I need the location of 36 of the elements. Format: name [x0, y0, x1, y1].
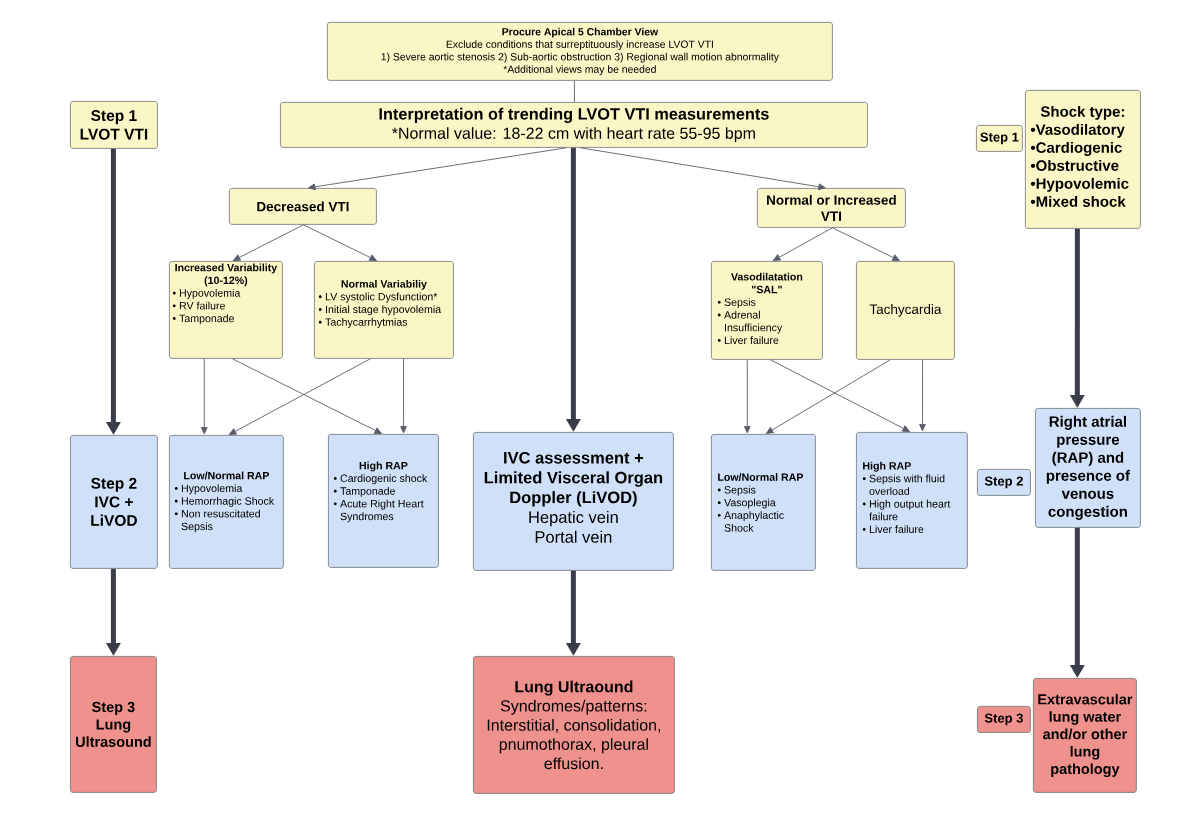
- step-box: Step 1 LVOT VTI: [70, 101, 158, 149]
- process-box: Shock type: •Vasodilatory •Cardiogenic •Obstructive •Hypovolemic •Mixed shock: [1025, 90, 1141, 229]
- step-tag: Step 1: [976, 125, 1023, 152]
- step-box: Step 2 IVC + LiVOD: [70, 435, 158, 569]
- process-box: Normal Variabiliy • LV systolic Dysfunction* • Initial stage hypovolemia • Tachycarrhytmias: [314, 261, 454, 359]
- arrow: [400, 358, 407, 434]
- arrow: [769, 359, 910, 432]
- arrow: [772, 227, 833, 261]
- arrow: [743, 359, 751, 434]
- process-box: IVC assessment + Limited Visceral Organ Doppler (LiVOD) Hepatic vein Portal vein: [473, 432, 674, 571]
- arrow: [200, 358, 208, 435]
- step-box: Step 3 Lung Ultrasound: [70, 656, 157, 793]
- arrow: [579, 147, 826, 191]
- process-box: Tachycardia: [856, 261, 955, 360]
- process-box: Decreased VTI: [229, 188, 377, 225]
- process-box: Procure Apical 5 Chamber View Exclude conditions that surreptituously increase LVOT VTI 1) Severe aortic stenosis 2) Sub-aortic obstruction 3) Regional wall motion abnormality *Additional views may be needed: [327, 22, 833, 81]
- process-box: Vasodilatation "SAL" • Sepsis • Adrenal Insufficiency • Liver failure: [711, 261, 823, 360]
- process-box: Low/Normal RAP • Hypovolemia • Hemorrhagic Shock • Non resuscitated Sepsis: [169, 435, 284, 569]
- process-box: Lung Ultraound Syndromes/patterns: Interstitial, consolidation, pnumothorax, pleural effusion.: [473, 656, 675, 794]
- process-box: High RAP • Sepsis with fluid overload • High output heart failure • Liver failure: [856, 432, 968, 569]
- step-tag: Step 2: [977, 469, 1031, 496]
- process-box: Extravascular lung water and/or other lung pathology: [1033, 678, 1137, 793]
- process-box: High RAP • Cardiogenic shock • Tamponade • Acute Right Heart Syndromes: [328, 434, 439, 568]
- arrow: [302, 224, 377, 261]
- process-box: Interpretation of trending LVOT VTI measurements *Normal value: 18-22 cm with heart rate 55-95 bpm: [280, 102, 868, 148]
- arrow: [233, 224, 304, 261]
- process-box: Low/Normal RAP • Sepsis • Vasoplegia • Anaphylactic Shock: [711, 434, 816, 571]
- arrow: [765, 359, 891, 434]
- process-box: Right atrial pressure (RAP) and presence of venous congestion: [1035, 408, 1141, 528]
- arrow: [919, 359, 926, 432]
- step-tag: Step 3: [977, 706, 1031, 733]
- process-box: Increased Variability (10-12%) • Hypovolemia • RV failure • Tamponade: [169, 261, 283, 359]
- arrow: [308, 147, 567, 191]
- process-box: Normal or Increased VTI: [757, 188, 906, 228]
- arrow: [831, 227, 900, 261]
- connector-line: [573, 80, 575, 103]
